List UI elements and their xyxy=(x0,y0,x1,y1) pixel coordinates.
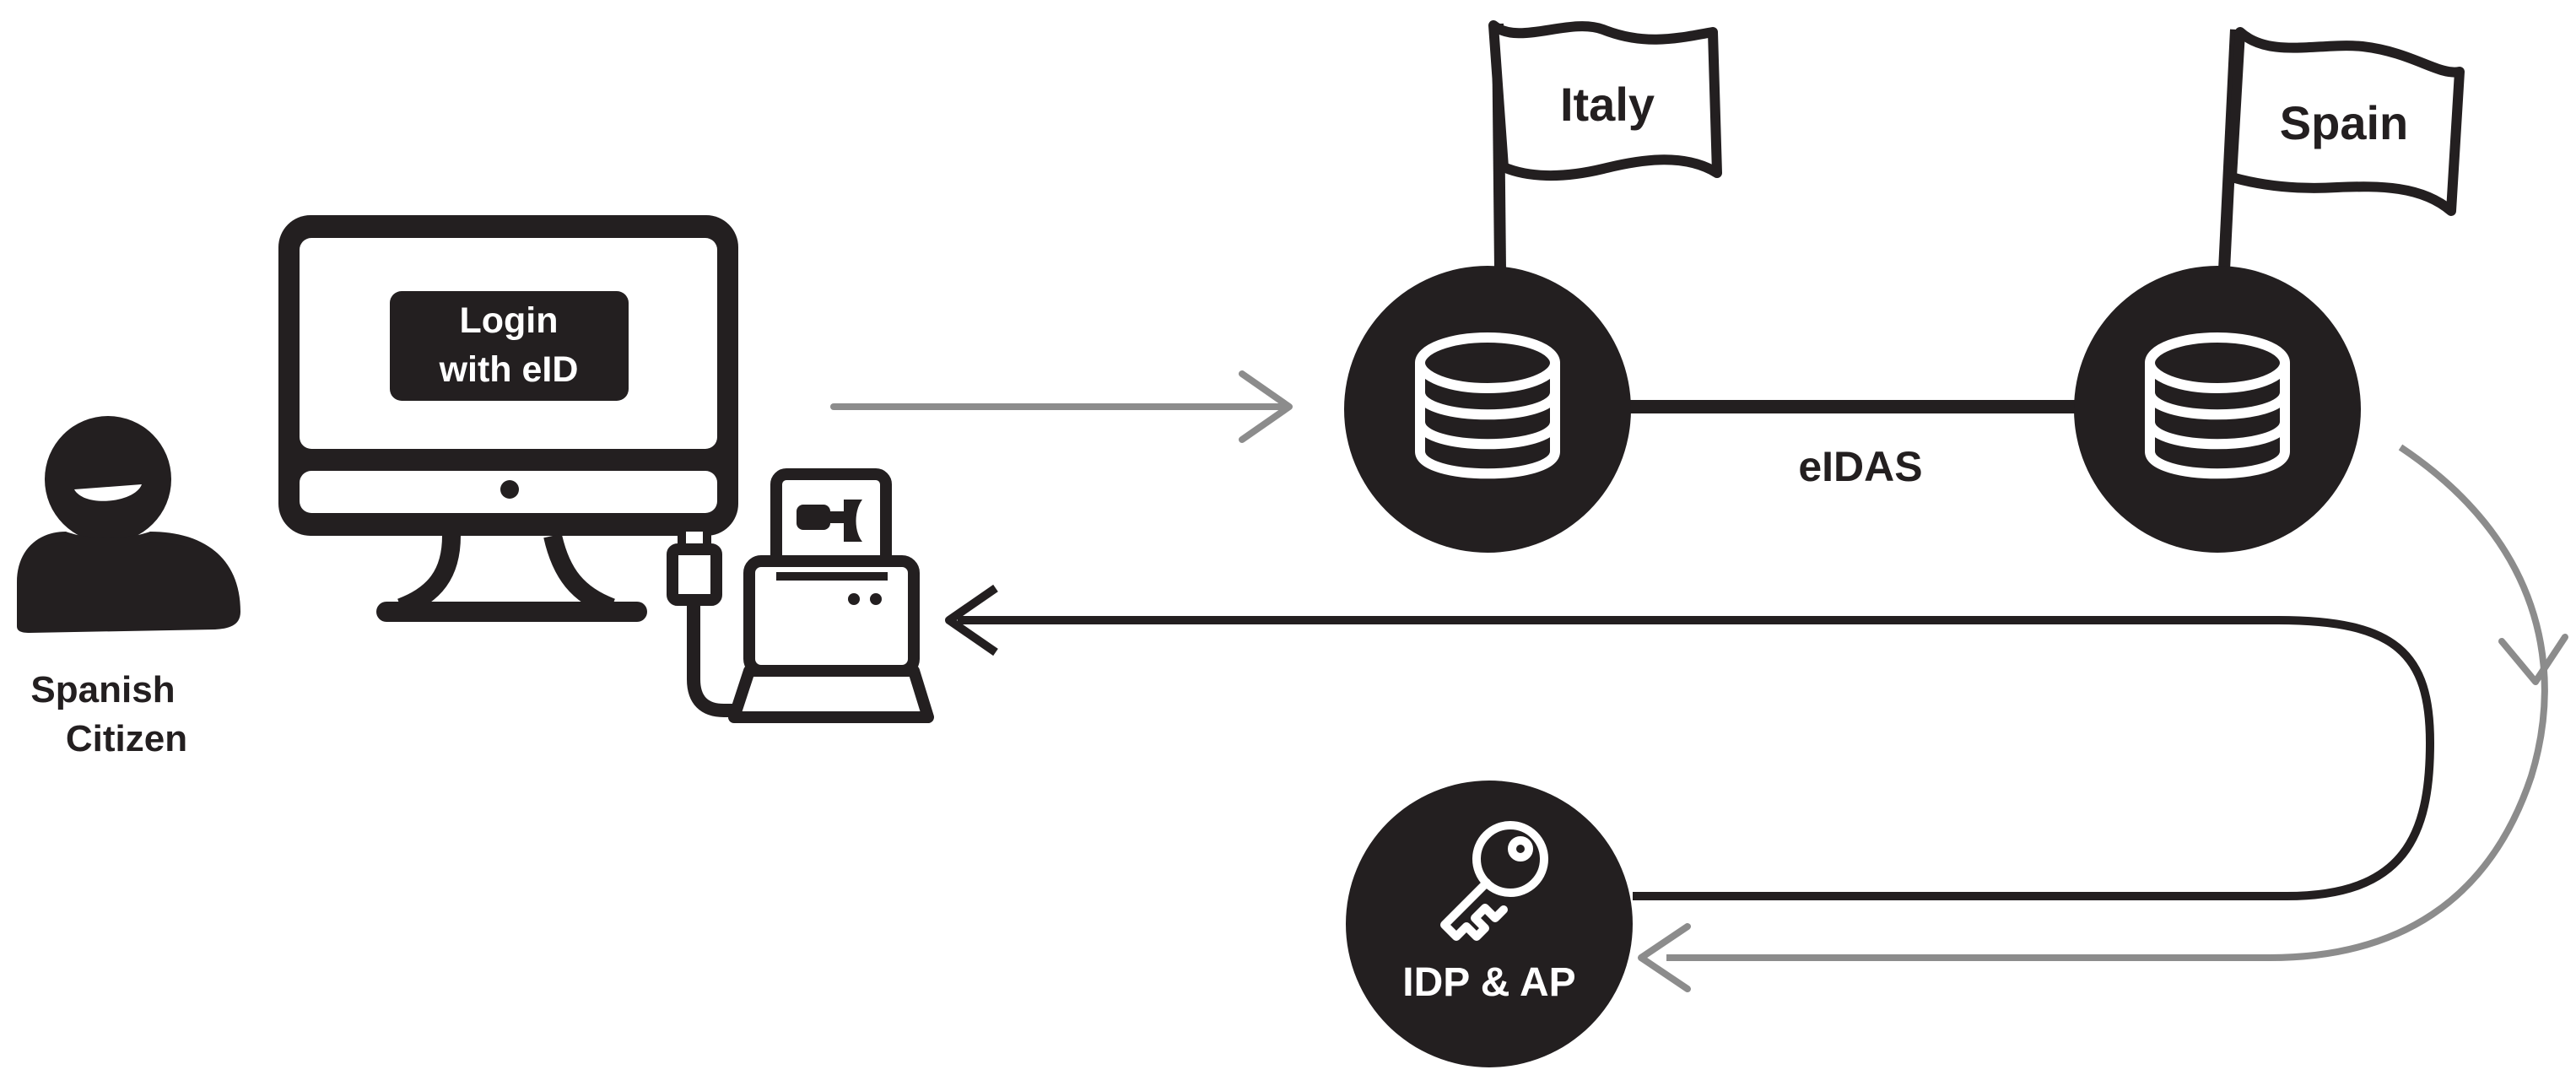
italy-node xyxy=(1344,266,1631,553)
reader-led-1 xyxy=(848,593,860,605)
eidas-label: eIDAS xyxy=(1798,443,1922,490)
login-with-eid-button[interactable]: Login with eID xyxy=(390,291,629,401)
flag-icon xyxy=(2227,27,2465,216)
person-smile xyxy=(74,484,142,501)
italy-flag: Italy xyxy=(1488,20,1722,271)
monitor-power-dot xyxy=(500,480,519,499)
idp-node-circle xyxy=(1346,781,1633,1067)
user-label-line1: Spanish xyxy=(30,669,175,710)
key-icon xyxy=(1440,821,1548,941)
card-chip-symbol xyxy=(797,500,862,542)
return-arrow-line xyxy=(958,616,2435,900)
arrow-to-italy xyxy=(830,370,1293,443)
database-icon xyxy=(1415,332,1560,479)
login-label-line1[interactable]: Login xyxy=(459,300,558,341)
monitor-stand xyxy=(397,533,616,617)
user-label-line2: Citizen xyxy=(66,718,187,759)
reader-cable xyxy=(687,599,747,717)
flag-icon xyxy=(1488,20,1722,181)
italy-label: Italy xyxy=(1560,78,1655,131)
card-reader-icon xyxy=(667,468,934,723)
arc-arrowhead-side xyxy=(2498,634,2568,685)
idp-ap-node: IDP & AP xyxy=(1346,781,1633,1067)
spain-label: Spain xyxy=(2280,96,2408,149)
reader-base xyxy=(728,665,934,723)
database-icon xyxy=(2145,332,2290,479)
spain-to-idp-arc xyxy=(1666,444,2548,961)
login-button-background[interactable] xyxy=(390,291,629,401)
person-icon xyxy=(17,416,240,633)
idp-label: IDP & AP xyxy=(1402,960,1575,1005)
login-label-line2[interactable]: with eID xyxy=(439,349,579,390)
spain-node xyxy=(2074,266,2361,553)
spain-node-circle xyxy=(2074,266,2361,553)
italy-node-circle xyxy=(1344,266,1631,553)
reader-led-2 xyxy=(870,593,882,605)
spain-flag: Spain xyxy=(2218,27,2465,271)
return-arrowhead xyxy=(945,584,998,656)
arc-arrowhead-end xyxy=(1638,923,1691,992)
usb-plug xyxy=(667,543,722,606)
